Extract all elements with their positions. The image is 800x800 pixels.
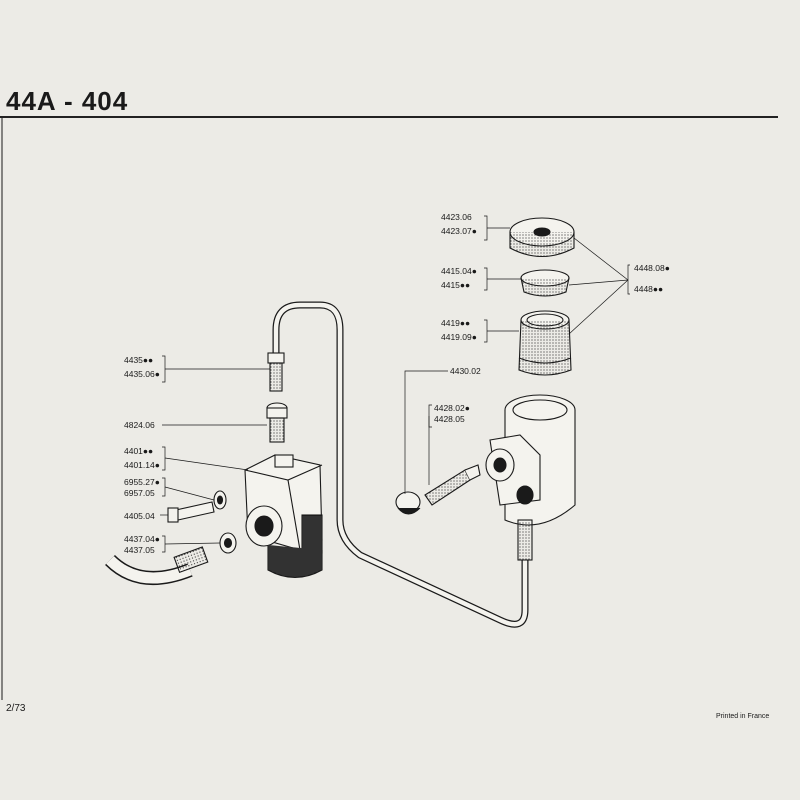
page-number: 2/73 — [6, 703, 26, 714]
master-cylinder-body — [485, 394, 576, 561]
bolt-4405 — [167, 490, 227, 523]
label-6957-05: 6957.05 — [124, 488, 155, 498]
dust-cap-4430 — [395, 491, 421, 515]
label-4448: 4448●● — [634, 284, 664, 294]
label-4419-09: 4419.09● — [441, 332, 477, 342]
pipe-union-4435 — [267, 352, 285, 392]
leader-lines — [160, 215, 630, 553]
label-4405-04: 4405.04 — [124, 511, 155, 521]
label-6955-27: 6955.27● — [124, 477, 160, 487]
label-4415: 4415●● — [441, 280, 471, 290]
reservoir-cap-4423 — [509, 217, 575, 257]
title-rule — [0, 116, 778, 118]
cylinder-body-4401 — [244, 454, 323, 579]
label-4437-04: 4437.04● — [124, 534, 160, 544]
brake-pipe — [272, 301, 529, 628]
union-4824 — [266, 402, 288, 443]
hose-4437 — [105, 532, 237, 585]
label-4415-04: 4415.04● — [441, 266, 477, 276]
label-4428-05: 4428.05 — [434, 414, 465, 424]
label-4448-08: 4448.08● — [634, 263, 670, 273]
seal-4415 — [520, 269, 570, 297]
label-4428-02: 4428.02● — [434, 403, 470, 413]
label-4401-14: 4401.14● — [124, 460, 160, 470]
label-4430-02: 4430.02 — [450, 366, 481, 376]
label-4435: 4435●● — [124, 355, 154, 365]
label-4423-06: 4423.06 — [441, 212, 472, 222]
label-4437-05: 4437.05 — [124, 545, 155, 555]
reservoir-4419 — [518, 310, 572, 376]
label-4419: 4419●● — [441, 318, 471, 328]
printed-in-france: Printed in France — [716, 713, 770, 720]
page-title: 44A - 404 — [6, 86, 129, 116]
label-4401: 4401●● — [124, 446, 154, 456]
label-4824-06: 4824.06 — [124, 420, 155, 430]
bleeder-4428 — [424, 464, 481, 506]
label-4423-07: 4423.07● — [441, 226, 477, 236]
label-4435-06: 4435.06● — [124, 369, 160, 379]
